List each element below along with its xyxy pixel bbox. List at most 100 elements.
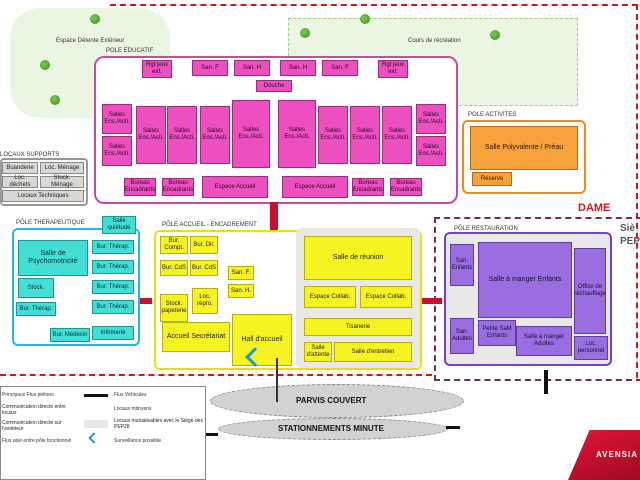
espace-collab-1: Espace Collab. (304, 286, 356, 308)
salle-ens-left-5: Salles Ens./Acti. (200, 106, 230, 164)
office-rechauffage: Office de réchauffage (574, 248, 606, 334)
salle-attente: Salle d'attente (304, 342, 332, 362)
salle-ens-right-6: Salles Ens./Acti. (416, 136, 446, 166)
rgt-jeux-right: Rgt jeux ext. (378, 60, 408, 78)
hall-accueil: Hall d'accueil (232, 314, 292, 366)
accueil-secretariat: Accueil Secrétariat (162, 322, 230, 352)
bureau-encadrants-1: Bureau Encadrants (124, 178, 156, 196)
legend-box (0, 386, 206, 480)
tree-icon (50, 95, 60, 105)
legend-item: Principaux Flux piétons (2, 392, 54, 398)
bureau-encadrants-2: Bureau Encadrants (162, 178, 194, 196)
loc-dechets: Loc. déchets (2, 175, 38, 188)
pole-restauration-title: PÔLE RESTAURATION (452, 226, 520, 232)
bur-therap-1: Bur. Thérap. (92, 240, 134, 254)
connector-educatif-accueil (270, 202, 278, 230)
bureau-encadrants-4: Bureau Encadrants (390, 178, 422, 196)
legend-item: Locaux mutualisables avec le Siège des P… (114, 418, 203, 430)
espace-accueil-left: Espace Accueil (202, 176, 268, 198)
dame-boundary-bottom (0, 374, 432, 378)
salle-reunion: Salle de réunion (304, 236, 412, 280)
vehicle-arrow-left (196, 433, 218, 436)
stock-therap: Stock. (18, 278, 54, 298)
salle-manger-enfants: Salle à manger Enfants (478, 242, 572, 318)
bureau-encadrants-3: Bureau Encadrants (352, 178, 384, 196)
salle-ens-right-4: Salles Ens./Acti. (382, 106, 412, 164)
salle-ens-right-5: Salles Ens./Acti. (416, 104, 446, 134)
salle-ens-left-1: Salles Ens./Acti. (102, 104, 132, 134)
tree-icon (490, 30, 500, 40)
san-adultes: San. Adultes (450, 318, 474, 354)
legend-item: Flux aisé entre pôle fonctionnel (2, 438, 72, 444)
tree-icon (90, 14, 100, 24)
salle-manger-adultes: Salle à manger Adultes (516, 326, 572, 356)
bur-therap-5: Bur. Thérap. (92, 300, 134, 314)
tree-icon (40, 60, 50, 70)
petite-sam-enfants: Petite SaM Enfants (478, 320, 516, 346)
douche: Douche (256, 80, 292, 92)
outdoor-left-label: Espace Détente Extérieur (56, 38, 125, 44)
tree-icon (300, 28, 310, 38)
salle-ens-right-1: Salles Ens./Acti. (278, 100, 316, 168)
rgt-jeux-left: Rgt jeux ext. (142, 60, 172, 78)
buanderie: Buanderie (2, 162, 38, 174)
bur-therap-4: Bur. Thérap. (16, 302, 56, 316)
legend-item: Surveillance possible (114, 438, 161, 444)
san-h-left: San. H (234, 60, 270, 76)
san-f-left: San. F (192, 60, 228, 76)
connector-accueil-therap (140, 298, 152, 304)
outdoor-right-label: Cours de récréation (408, 38, 461, 44)
pole-activites-title: POLE ACTIVITES (466, 112, 519, 118)
salle-entretien: Salle d'entretien (334, 342, 412, 362)
vehicle-arrow-up (544, 370, 548, 394)
legend-item: Flux Véhicules (114, 392, 147, 398)
pole-accueil-title: PÔLE ACCUEIL - ENCADREMENT (160, 222, 259, 228)
connector-accueil-restau (420, 298, 442, 304)
loc-personnel: Loc. personnel (574, 336, 608, 360)
salle-ens-right-3: Salles Ens./Acti. (350, 106, 380, 164)
tree-icon (360, 14, 370, 24)
stock-papeterie: Stock. papeterie (160, 294, 188, 322)
loc-repro: Loc. repro. (192, 288, 218, 314)
reserve: Réserve (472, 172, 512, 186)
bur-dir: Bur. Dir. (190, 236, 218, 254)
parvis-couvert-label: PARVIS COUVERT (296, 396, 367, 405)
dame-boundary (110, 4, 638, 378)
espace-accueil-right: Espace Accueil (282, 176, 348, 198)
bur-medecin: Bur. Médecin (50, 328, 90, 342)
legend-item: Communication directe sur l'extérieur (2, 420, 62, 432)
salle-polyvalente: Salle Polyvalente / Préau (470, 126, 578, 170)
san-enfants: San. Enfants (450, 244, 474, 286)
locaux-supports-title: LOCAUX SUPPORTS (0, 152, 60, 158)
san-f-right: San. F (322, 60, 358, 76)
san-h-accueil: San. H. (228, 284, 254, 298)
vehicle-arrow-right (446, 426, 460, 429)
infirmerie: Infirmerie (92, 326, 134, 340)
pole-educatif-title: POLE EDUCATIF (104, 48, 156, 54)
legend-mutualisable-swatch (84, 420, 108, 428)
san-f-accueil: San. F. (228, 266, 254, 280)
stationnements-label: STATIONNEMENTS MINUTE (278, 424, 384, 433)
parvis-couvert (210, 384, 464, 418)
locaux-techniques: Locaux Techniques (2, 190, 84, 202)
salle-ens-left-3: Salles Ens./Acti. (136, 106, 166, 164)
legend-vehicle-arrow (84, 394, 108, 397)
tisanerie: Tisanerie (304, 318, 412, 336)
avensia-logo-text: AVENSIA (596, 450, 638, 459)
stationnements-minute (218, 418, 448, 440)
salle-ens-left-4: Salles Ens./Acti. (167, 106, 197, 164)
loc-menage: Loc. Ménage (40, 162, 84, 174)
salle-quietude: Salle quiétude (102, 216, 136, 234)
dame-label: DAME (578, 202, 611, 214)
salle-ens-right-2: Salles Ens./Acti. (318, 106, 348, 164)
legend-item: Communication directe entre locaux (2, 404, 66, 416)
bur-cds-1: Bur. CdS (160, 260, 188, 276)
legend-item: Locaux mitoyens (114, 406, 152, 412)
pedestrian-arrow-parvis (276, 358, 278, 402)
san-h-right: San. H (280, 60, 316, 76)
salle-ens-left-6: Salles Ens./Acti. (232, 100, 270, 168)
bur-compt: Bur. Compt. (160, 236, 188, 254)
bur-therap-3: Bur. Thérap. (92, 280, 134, 294)
stock-menage: Stock. Ménage (40, 175, 84, 188)
